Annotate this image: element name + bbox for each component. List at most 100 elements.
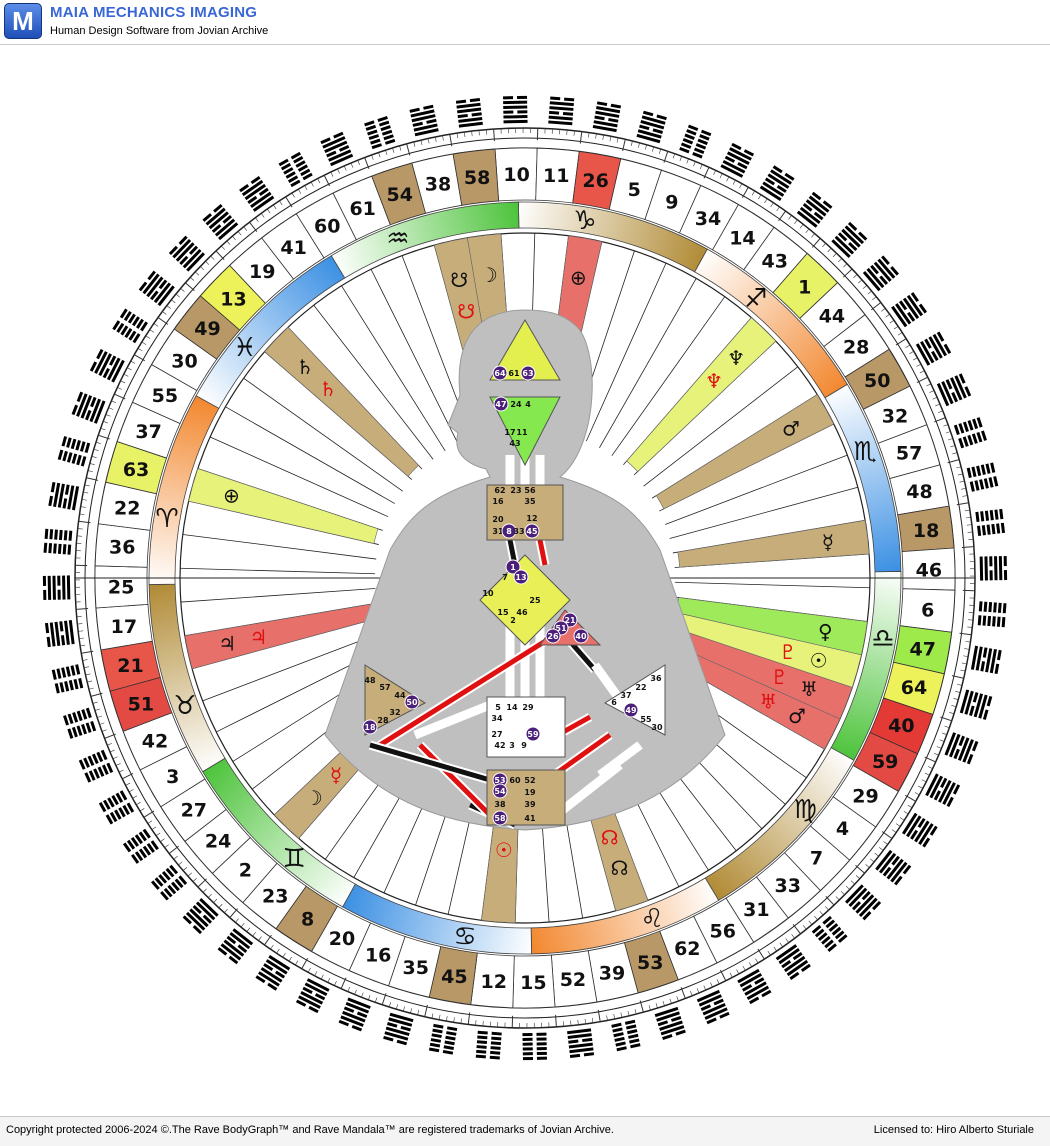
hexagram-icon [593,101,621,132]
gate-label: 48 [364,676,376,685]
gate-number: 36 [109,537,135,559]
hexagram-icon [218,928,254,964]
app-logo: M [4,3,42,39]
hexagram-icon [202,204,238,240]
hexagram-icon [945,732,979,764]
hexagram-icon [44,529,73,555]
gate-label: 23 [510,486,521,495]
hexagram-icon [476,1031,502,1060]
gate-label: 56 [524,486,536,495]
gate-label: 44 [394,691,406,700]
hexagram-icon [320,132,353,166]
hexagram-icon [954,417,987,448]
hexagram-icon [52,664,84,693]
gate-number: 43 [762,250,788,272]
personality-planet-icon: ♀ [818,619,833,643]
gate-label: 43 [509,439,520,448]
gate-number: 14 [729,228,755,250]
hexagram-icon [960,689,992,719]
design-planet-icon: ♃ [249,625,267,649]
design-planet-icon: ☋ [457,299,475,323]
gate-label: 16 [492,497,504,506]
hexagram-icon [364,116,395,149]
design-planet-icon: ♇ [779,640,797,664]
gate-number: 17 [111,616,137,638]
hexagram-icon [737,969,771,1004]
gate-number: 41 [280,237,306,259]
gate-label: 12 [526,514,537,523]
hexagram-icon [611,1020,640,1052]
gate-number: 37 [135,421,161,443]
hexagram-icon [48,482,79,510]
gate-number: 27 [181,799,207,821]
gate-label: 4 [525,400,531,409]
personality-planet-icon: ⊕ [570,266,587,290]
zodiac-glyph-icon: ♐ [744,284,767,314]
gate-number: 62 [674,938,700,960]
copyright-text: Copyright protected 2006-2024 ©.The Rave… [6,1124,614,1136]
hexagram-icon [967,462,999,491]
hexagram-icon [279,152,313,187]
gate-label: 32 [389,708,400,717]
gate-number: 4 [836,818,849,840]
gate-label: 15 [497,608,509,617]
gate-number: 31 [743,899,769,921]
hexagram-icon [975,509,1005,536]
gate-number: 23 [262,886,288,908]
personality-planet-icon: ☽ [480,263,498,287]
hexagram-icon [971,646,1002,674]
gate-number: 56 [710,920,736,942]
gate-label: 13 [515,573,526,582]
gate-number: 47 [910,639,936,661]
gate-number: 54 [387,184,413,206]
personality-planet-icon: ♂ [782,417,800,441]
gate-number: 5 [628,179,641,201]
gate-number: 18 [913,520,939,542]
gate-number: 21 [117,655,143,677]
hexagram-icon [503,96,528,123]
gate-label: 40 [575,632,587,641]
license-text: Licensed to: Hiro Alberto Sturiale [874,1124,1034,1136]
zodiac-glyph-icon: ♒ [386,224,409,254]
gate-number: 48 [906,481,932,503]
hexagram-icon [151,865,187,901]
personality-planet-icon: ♃ [218,632,236,656]
gate-label: 58 [494,814,506,823]
gate-number: 9 [665,192,678,214]
personality-planet-icon: ☽ [305,786,323,810]
gate-number: 6 [921,599,934,621]
personality-planet-icon: ☿ [822,530,834,554]
gate-number: 1 [798,276,811,298]
hexagram-icon [567,1028,594,1058]
gate-label: 27 [491,730,502,739]
gate-number: 11 [543,165,569,187]
zodiac-glyph-icon: ♌ [640,904,663,934]
gate-label: 55 [640,715,652,724]
gate-label: 46 [516,608,528,617]
design-planet-icon: ♇ [770,665,788,689]
hexagram-icon [296,978,330,1013]
gate-label: 6 [611,698,617,707]
gate-label: 1 [510,563,516,572]
hexagram-icon [636,111,666,143]
gate-label: 25 [529,596,541,605]
gate-number: 42 [142,730,168,752]
status-bar: Copyright protected 2006-2024 ©.The Rave… [0,1116,1050,1146]
zodiac-glyph-icon: ♋ [453,922,476,952]
gate-number: 8 [301,908,314,930]
gate-number: 49 [194,318,220,340]
design-planet-icon: ☿ [330,763,342,787]
gate-label: 49 [625,706,637,715]
gate-label: 14 [506,703,518,712]
personality-planet-icon: ♂ [788,704,806,728]
app-header: M MAIA MECHANICS IMAGING Human Design So… [0,0,1050,45]
hexagram-icon [925,773,960,807]
gate-label: 50 [406,698,418,707]
personality-planet-icon: ♄ [296,355,314,379]
gate-number: 53 [637,952,663,974]
gate-number: 52 [560,969,586,991]
hexagram-icon [45,620,75,647]
hexagram-icon [255,955,290,991]
hexagram-icon [63,708,96,739]
